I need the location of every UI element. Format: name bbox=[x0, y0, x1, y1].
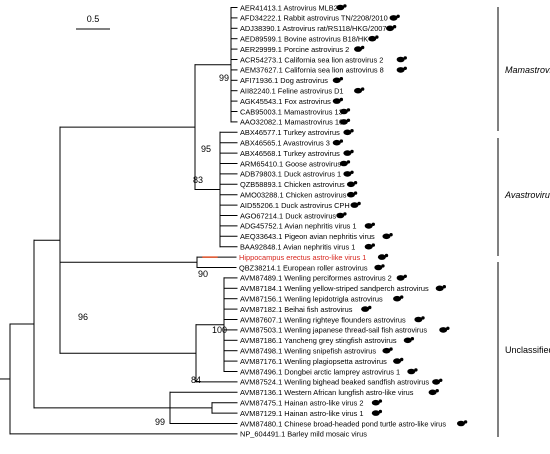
human-icon bbox=[336, 4, 347, 11]
group-label-unclassified: Unclassified bbox=[505, 345, 550, 355]
snake-icon bbox=[371, 409, 383, 416]
chicken-icon bbox=[346, 191, 358, 198]
taxon-label: AVM87524.1 Wenling bighead beaked sandfi… bbox=[240, 378, 429, 387]
bootstrap-label: 83 bbox=[193, 175, 203, 185]
duck-icon bbox=[336, 212, 347, 219]
cat-icon bbox=[354, 87, 365, 94]
scale-bar: 0.5 bbox=[76, 14, 110, 30]
fish-icon bbox=[439, 326, 450, 333]
bootstrap-label: 99 bbox=[155, 417, 165, 427]
taxon-label: AVM87186.1 Yancheng grey stingfish astro… bbox=[240, 336, 397, 345]
chicken-icon bbox=[346, 181, 358, 188]
tree-branches bbox=[0, 7, 238, 435]
rabbit-icon bbox=[389, 14, 400, 21]
fish-icon bbox=[414, 316, 425, 323]
taxon-label: ACR54273.1 California sea lion astroviru… bbox=[240, 55, 383, 64]
fish-icon bbox=[432, 378, 443, 385]
chicken-icon bbox=[364, 222, 375, 229]
taxon-label: ADG45752.1 Avian nephritis virus 1 bbox=[240, 222, 357, 231]
taxon-label: AVM87489.1 Wenling perciformes astroviru… bbox=[240, 274, 392, 283]
taxon-label: NP_604491.1 Barley mild mosaic virus bbox=[240, 430, 367, 439]
taxon-label: ADJ38390.1 Astrovirus rat/RS118/HKG/2007 bbox=[240, 24, 387, 33]
fish-icon bbox=[403, 337, 415, 344]
taxon-label: BAA92848.1 Avian nephritis virus 1 bbox=[240, 243, 355, 252]
taxon-label: ADB79803.1 Duck astrovirus 1 bbox=[240, 170, 341, 179]
sea-lion-icon bbox=[396, 56, 407, 63]
turkey-icon bbox=[343, 129, 354, 136]
duck-icon bbox=[350, 201, 361, 208]
turkey-icon bbox=[332, 139, 344, 146]
taxon-label: AVM87182.1 Beihai fish astrovirus bbox=[240, 305, 353, 314]
rat-icon bbox=[386, 25, 397, 32]
taxon-label: AVM87503.1 Wenling japanese thread-sail … bbox=[240, 326, 427, 335]
sea-lion-icon bbox=[396, 66, 407, 73]
lungfish-icon bbox=[428, 389, 439, 396]
fish-icon bbox=[435, 285, 446, 292]
taxon-label: AVM87129.1 Hainan astro-like virus 1 bbox=[240, 409, 364, 418]
group-label-avastrovirus: Avastrovirus bbox=[504, 190, 550, 200]
seahorse-icon bbox=[377, 253, 389, 260]
goose-icon bbox=[339, 160, 351, 167]
chicken-icon bbox=[364, 243, 375, 250]
pigeon-icon bbox=[382, 233, 393, 240]
bootstrap-label: 84 bbox=[191, 375, 201, 385]
taxon-label: AVM87136.1 Western African lungfish astr… bbox=[240, 388, 414, 397]
taxon-label: AVM87475.1 Hainan astro-like virus 2 bbox=[240, 399, 364, 408]
taxon-label: AEM37627.1 California sea lion astroviru… bbox=[240, 66, 384, 75]
taxon-label: QBZ38214.1 European roller astrovirus bbox=[239, 263, 368, 272]
frog-icon bbox=[371, 399, 383, 406]
taxon-label: AAO32082.1 Mamastrovirus 10 bbox=[240, 118, 343, 127]
bootstrap-label: 99 bbox=[219, 73, 229, 83]
taxon-label: AFI71936.1 Dog astrovirus bbox=[240, 76, 328, 85]
cow-icon bbox=[368, 35, 379, 42]
taxon-label: AVM87156.1 Wenling lepidotrigla astrovir… bbox=[240, 295, 383, 304]
taxon-label: AVM87607.1 Wenling righteye flounders as… bbox=[240, 315, 406, 324]
taxon-label: AGK45543.1 Fox astrovirus bbox=[240, 97, 331, 106]
taxon-label: AEQ33643.1 Pigeon avian nephritis virus bbox=[240, 232, 375, 241]
mink-icon bbox=[339, 118, 351, 125]
group-label-mamastrovirus: Mamastrovirus bbox=[505, 65, 550, 75]
taxon-label: ABX46568.1 Turkey astrovirus bbox=[240, 149, 340, 158]
scale-bar-label: 0.5 bbox=[87, 14, 100, 24]
fish-icon bbox=[393, 295, 404, 302]
taxon-label: AER29999.1 Porcine astrovirus 2 bbox=[240, 45, 349, 54]
taxon-label: ABX46565.1 Avastrovirus 3 bbox=[240, 139, 330, 148]
taxon-label: Hippocampus erectus astro-like virus 1 bbox=[239, 253, 366, 262]
lamprey-icon bbox=[407, 368, 418, 375]
sheep-icon bbox=[339, 108, 351, 115]
duck-icon bbox=[343, 170, 354, 177]
bootstrap-label: 90 bbox=[198, 269, 208, 279]
bootstrap-label: 96 bbox=[78, 312, 88, 322]
taxon-label: AFD34222.1 Rabbit astrovirus TN/2208/201… bbox=[240, 14, 388, 23]
taxon-label: AGO67214.1 Duck astrovirus bbox=[240, 211, 336, 220]
taxon-label: CAB95003.1 Mamastrovirus 13 bbox=[240, 107, 343, 116]
taxon-label: AVM87496.1 Dongbei arctic lamprey astrov… bbox=[240, 367, 400, 376]
taxon-label: AVM87176.1 Wenling plagiopsetta astrovir… bbox=[240, 357, 387, 366]
taxon-label: AER41413.1 Astrovirus MLB2 bbox=[240, 3, 338, 12]
turtle-icon bbox=[457, 420, 468, 427]
dog-icon bbox=[332, 77, 344, 84]
fish-icon bbox=[382, 347, 393, 354]
fish-icon bbox=[361, 305, 372, 312]
taxon-label: AII82240.1 Feline astrovirus D1 bbox=[240, 87, 344, 96]
bird-icon bbox=[374, 264, 385, 271]
taxon-label: AVM87498.1 Wenling snipefish astrovirus bbox=[240, 347, 376, 356]
taxon-label: QZB58893.1 Chicken astrovirus bbox=[240, 180, 345, 189]
bootstrap-label: 95 bbox=[201, 144, 211, 154]
fox-icon bbox=[332, 97, 344, 104]
taxon-label: AVM87184.1 Wenling yellow-striped sandpe… bbox=[240, 284, 429, 293]
taxon-label: ABX46577.1 Turkey astrovirus bbox=[240, 128, 340, 137]
taxon-label: AMO03288.1 Chicken astrovirus bbox=[240, 191, 347, 200]
fish-icon bbox=[393, 357, 404, 364]
fish-icon bbox=[396, 274, 407, 281]
taxon-label: AED89599.1 Bovine astrovirus B18/HK bbox=[240, 35, 368, 44]
taxon-label: ARM65410.1 Goose astrovirus bbox=[240, 159, 341, 168]
pig-icon bbox=[354, 45, 365, 52]
bootstrap-label: 100 bbox=[212, 325, 227, 335]
turkey-icon bbox=[343, 149, 354, 156]
taxon-label: AVM87480.1 Chinese broad-headed pond tur… bbox=[240, 419, 446, 428]
taxon-label: AID55206.1 Duck astrovirus CPH bbox=[240, 201, 350, 210]
